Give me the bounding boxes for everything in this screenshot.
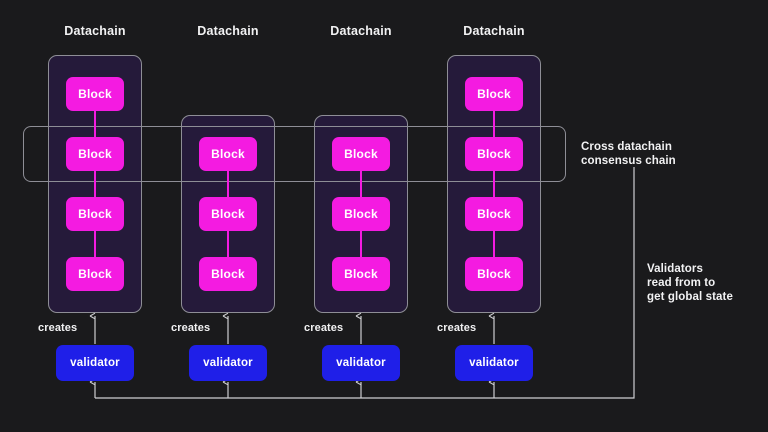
block-link-3-1: [360, 168, 362, 200]
validator-box-4[interactable]: validator: [455, 345, 533, 381]
chain-title-3: Datachain: [330, 24, 392, 38]
block[interactable]: Block: [199, 197, 257, 231]
block[interactable]: Block: [332, 137, 390, 171]
creates-label-2: creates: [171, 322, 211, 334]
creates-label-1: creates: [38, 322, 78, 334]
block-link-4-1: [493, 108, 495, 140]
chain-title-2: Datachain: [197, 24, 259, 38]
read-bus-rail: [95, 167, 635, 399]
block[interactable]: Block: [465, 77, 523, 111]
block-link-4-3: [493, 228, 495, 260]
block[interactable]: Block: [66, 137, 124, 171]
block[interactable]: Block: [332, 197, 390, 231]
block-link-2-2: [227, 228, 229, 260]
block[interactable]: Block: [66, 77, 124, 111]
chain-title-4: Datachain: [463, 24, 525, 38]
block[interactable]: Block: [66, 257, 124, 291]
validator-box-3[interactable]: validator: [322, 345, 400, 381]
validator-box-1[interactable]: validator: [56, 345, 134, 381]
block-link-4-2: [493, 168, 495, 200]
block-link-1-2: [94, 168, 96, 200]
block[interactable]: Block: [465, 137, 523, 171]
consensus-annotation: Cross datachain consensus chain: [581, 141, 676, 167]
block[interactable]: Block: [465, 257, 523, 291]
block[interactable]: Block: [199, 137, 257, 171]
block-link-3-2: [360, 228, 362, 260]
block[interactable]: Block: [332, 257, 390, 291]
block-link-1-3: [94, 228, 96, 260]
validators-read-annotation: Validators read from to get global state: [647, 263, 733, 303]
block-link-2-1: [227, 168, 229, 200]
creates-label-3: creates: [304, 322, 344, 334]
block[interactable]: Block: [465, 197, 523, 231]
validator-box-2[interactable]: validator: [189, 345, 267, 381]
block[interactable]: Block: [66, 197, 124, 231]
block[interactable]: Block: [199, 257, 257, 291]
block-link-1-1: [94, 108, 96, 140]
chain-title-1: Datachain: [64, 24, 126, 38]
creates-label-4: creates: [437, 322, 477, 334]
